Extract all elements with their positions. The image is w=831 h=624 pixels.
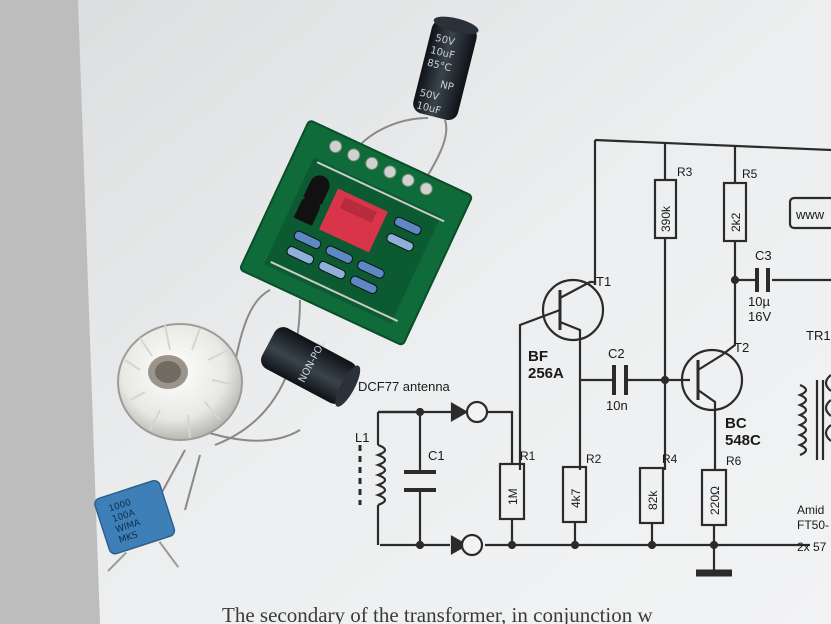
cap-top-text-4: NP (439, 79, 455, 93)
transformer-tr1 (797, 383, 808, 457)
web-box (788, 196, 831, 230)
label-c3: C3 (755, 248, 772, 263)
label-t1: T1 (596, 274, 611, 289)
web-box-text: www (795, 207, 825, 222)
body-text: The secondary of the transformer, in con… (222, 603, 654, 624)
right-edge-3: 2x 57 (797, 540, 827, 554)
value-r2: 4k7 (569, 488, 583, 508)
resistor-r3 (653, 178, 678, 240)
relay (319, 188, 388, 253)
inductor-l1 (374, 443, 387, 507)
cap-top-text-5: 50V (418, 88, 440, 103)
capacitor-c2 (612, 365, 628, 395)
value-r3: 390k (659, 205, 673, 232)
right-edge-2: FT50- (797, 518, 829, 532)
cap-top-text-1: 50V (434, 33, 456, 48)
value-r4: 82k (646, 490, 660, 510)
label-r1: R1 (520, 449, 536, 463)
label-r4: R4 (662, 452, 678, 466)
capacitor-bottom: NON-POL (260, 327, 361, 407)
schematic (358, 138, 831, 577)
type-t1-1: BF (528, 348, 548, 365)
type-t2-1: BC (725, 415, 747, 432)
label-tr1: TR1 (806, 328, 831, 343)
antenna-terminal-top (465, 400, 489, 424)
wima-capacitor: 1000 100A WIMA MKS (94, 479, 180, 572)
antenna-terminal-bottom (460, 533, 484, 557)
value-r1: 1M (506, 488, 520, 505)
label-t2: T2 (734, 340, 749, 355)
label-r3: R3 (677, 165, 693, 179)
type-t1-2: 256A (528, 365, 564, 382)
type-t2-2: 548C (725, 432, 761, 449)
label-c2: C2 (608, 346, 625, 361)
resistor-r5 (722, 181, 748, 243)
transistor-t1 (541, 278, 605, 342)
value-r6: 220Ω (708, 486, 722, 515)
capacitor-c3 (755, 268, 770, 292)
antenna-label: DCF77 antenna (358, 379, 451, 394)
label-r2: R2 (586, 452, 602, 466)
value-r5: 2k2 (729, 212, 743, 232)
label-r5: R5 (742, 167, 758, 181)
pcb-board (239, 120, 473, 346)
value-c3-1: 10µ (748, 294, 770, 309)
top-rail (594, 138, 831, 152)
toroid-coil (117, 323, 243, 441)
label-c1: C1 (428, 448, 445, 463)
transistor-t2 (680, 348, 744, 412)
label-r6: R6 (726, 454, 742, 468)
value-c3-2: 16V (748, 309, 771, 324)
value-c2: 10n (606, 398, 628, 413)
right-edge-1: Amid (797, 503, 824, 517)
capacitor-top: 50V 10uF 85°C NP 50V 10uF (413, 16, 479, 121)
label-l1: L1 (355, 430, 369, 445)
paper-shadow-left (0, 0, 100, 624)
capacitor-c1 (404, 470, 436, 492)
